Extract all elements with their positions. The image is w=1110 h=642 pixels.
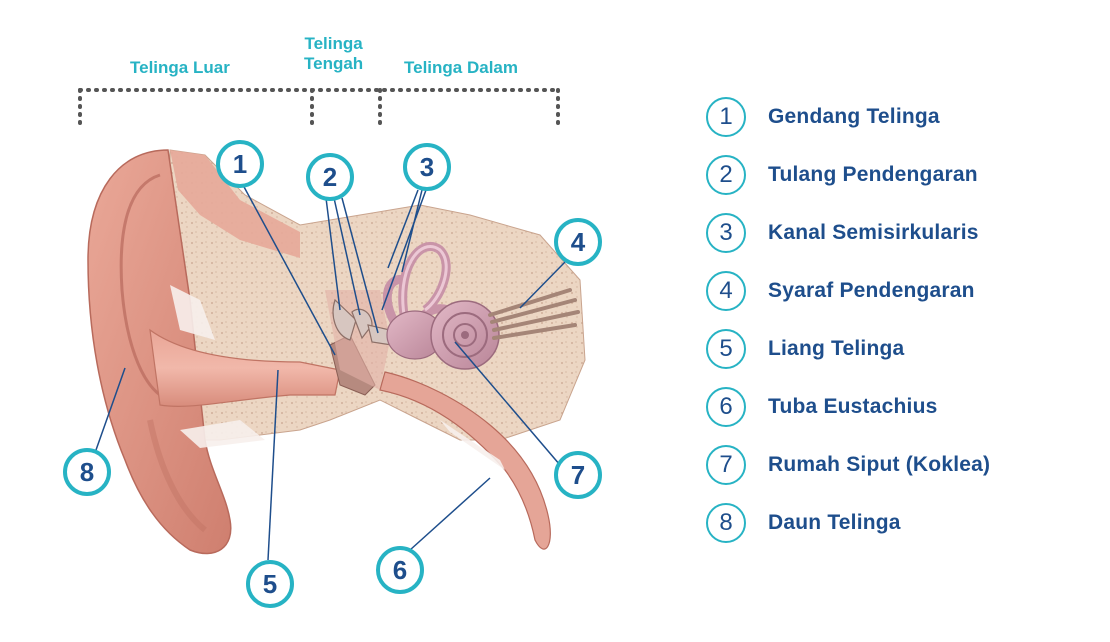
- cartilage: [180, 420, 265, 448]
- legend-number: 7: [706, 445, 746, 485]
- legend-number: 1: [706, 97, 746, 137]
- callout-8: 8: [63, 448, 111, 496]
- svg-text:2: 2: [323, 162, 337, 192]
- legend-label: Daun Telinga: [768, 511, 901, 534]
- region-label-middle-line2: Tengah: [304, 54, 364, 73]
- eustachian-cartilage: [440, 420, 505, 470]
- callout-5: 5: [246, 560, 294, 608]
- legend-number: 3: [706, 213, 746, 253]
- legend-item: 2 Tulang Pendengaran: [706, 146, 1086, 204]
- legend-label: Tuba Eustachius: [768, 395, 938, 418]
- auricle-lobe-shadow: [147, 419, 207, 533]
- callout-4: 4: [554, 218, 602, 266]
- legend-item: 1 Gendang Telinga: [706, 88, 1086, 146]
- legend: 1 Gendang Telinga 2 Tulang Pendengaran 3…: [706, 88, 1086, 552]
- legend-label: Kanal Semisirkularis: [768, 221, 979, 244]
- callout-7: 7: [554, 451, 602, 499]
- region-brackets: [78, 88, 562, 130]
- callout-leader-lines: [95, 184, 566, 561]
- ear-illustration: 1 2 3 4 5 6 7 8: [63, 88, 602, 608]
- region-label-inner-ear: Telinga Dalam: [404, 58, 518, 77]
- legend-label: Syaraf Pendengaran: [768, 279, 975, 302]
- cartilage: [170, 285, 215, 340]
- legend-item: 3 Kanal Semisirkularis: [706, 204, 1086, 262]
- legend-number: 4: [706, 271, 746, 311]
- svg-text:8: 8: [80, 457, 94, 487]
- callout-3: 3: [403, 143, 451, 191]
- legend-item: 6 Tuba Eustachius: [706, 378, 1086, 436]
- legend-number: 8: [706, 503, 746, 543]
- legend-label: Liang Telinga: [768, 337, 905, 360]
- ear-canal: [149, 328, 341, 407]
- auditory-nerve: [488, 288, 580, 340]
- svg-text:3: 3: [420, 152, 434, 182]
- region-label-outer-ear: Telinga Luar: [130, 58, 230, 77]
- auricle-inner-fold: [119, 173, 161, 397]
- legend-number: 6: [706, 387, 746, 427]
- legend-label: Gendang Telinga: [768, 105, 940, 128]
- callout-2: 2: [306, 153, 354, 201]
- ossicles: [332, 298, 393, 346]
- legend-number: 5: [706, 329, 746, 369]
- legend-item: 5 Liang Telinga: [706, 320, 1086, 378]
- svg-text:4: 4: [571, 227, 586, 257]
- svg-text:7: 7: [571, 460, 585, 490]
- svg-text:6: 6: [393, 555, 407, 585]
- legend-item: 8 Daun Telinga: [706, 494, 1086, 552]
- legend-label: Tulang Pendengaran: [768, 163, 978, 186]
- callout-1: 1: [216, 140, 264, 188]
- legend-item: 7 Rumah Siput (Koklea): [706, 436, 1086, 494]
- legend-item: 4 Syaraf Pendengaran: [706, 262, 1086, 320]
- semicircular-canals-highlight: [401, 245, 448, 321]
- legend-number: 2: [706, 155, 746, 195]
- callout-6: 6: [376, 546, 424, 594]
- eustachian-tube: [379, 371, 551, 550]
- region-label-middle-ear: Telinga Tengah: [304, 34, 363, 74]
- svg-text:5: 5: [263, 569, 277, 599]
- legend-label: Rumah Siput (Koklea): [768, 453, 991, 476]
- svg-text:1: 1: [233, 149, 247, 179]
- region-label-middle-line1: Telinga: [304, 34, 363, 53]
- cochlea: [430, 300, 500, 370]
